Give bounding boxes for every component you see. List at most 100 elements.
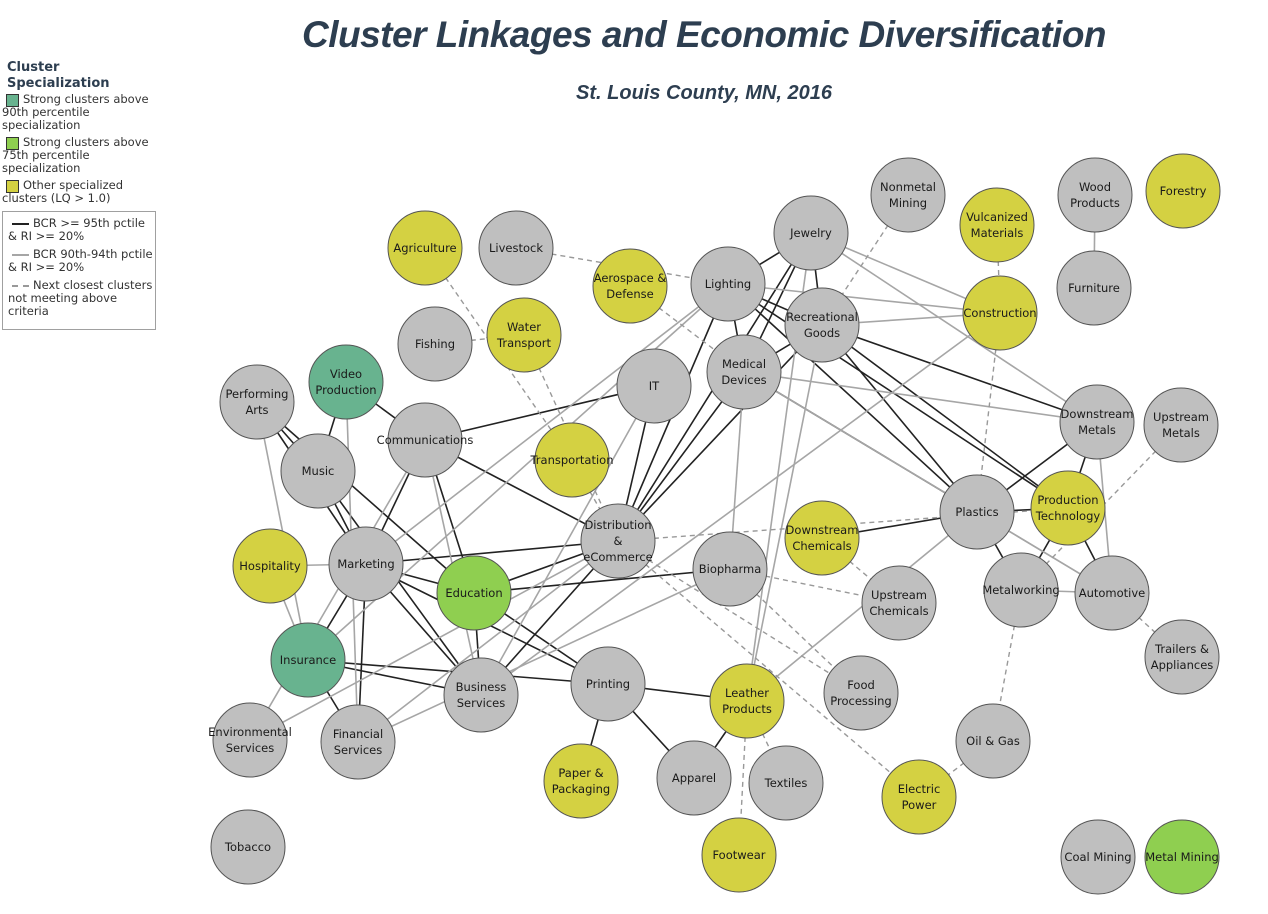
edge-performing_arts-education — [256, 401, 475, 594]
node-education[interactable]: Education — [436, 555, 512, 631]
node-label: Products — [1070, 196, 1120, 210]
node-plastics[interactable]: Plastics — [939, 474, 1015, 550]
node-circle — [308, 344, 384, 420]
node-label: Mining — [889, 196, 927, 210]
node-automotive[interactable]: Automotive — [1074, 555, 1150, 631]
node-label: Fishing — [415, 337, 455, 351]
node-label: Downstream — [1061, 407, 1134, 421]
node-circle — [861, 565, 937, 641]
legend-heading: Cluster Specialization — [7, 60, 110, 91]
node-circle — [1074, 555, 1150, 631]
legend-label-specialized: Other specialized clusters (LQ > 1.0) — [2, 178, 124, 205]
edge-jewelry-downstream_metals — [810, 232, 1098, 423]
node-label: Communications — [377, 433, 474, 447]
node-label: Water — [507, 320, 541, 334]
node-metalworking[interactable]: Metalworking — [982, 552, 1060, 628]
node-lighting[interactable]: Lighting — [690, 246, 766, 322]
node-apparel[interactable]: Apparel — [656, 740, 732, 816]
node-trailers[interactable]: Trailers &Appliances — [1144, 619, 1220, 695]
edge-transportation-distribution — [571, 459, 619, 542]
node-construction[interactable]: Construction — [962, 275, 1038, 351]
node-circle — [955, 703, 1031, 779]
node-label: Upstream — [871, 588, 927, 602]
node-transportation[interactable]: Transportation — [529, 422, 614, 498]
node-insurance[interactable]: Insurance — [270, 622, 346, 698]
node-circle — [210, 809, 286, 885]
node-label: Metals — [1078, 423, 1116, 437]
node-jewelry[interactable]: Jewelry — [773, 195, 849, 271]
node-textiles[interactable]: Textiles — [748, 745, 824, 821]
node-tobacco[interactable]: Tobacco — [210, 809, 286, 885]
node-printing[interactable]: Printing — [570, 646, 646, 722]
edge-environmental-communications — [249, 439, 426, 741]
edge-recreational-leather — [746, 324, 823, 702]
node-furniture[interactable]: Furniture — [1056, 250, 1132, 326]
edge-recreational-production_technology — [821, 324, 1069, 509]
edge-business_services-construction — [480, 312, 1001, 696]
node-footwear[interactable]: Footwear — [701, 817, 777, 893]
node-hospitality[interactable]: Hospitality — [232, 528, 308, 604]
node-circle — [387, 402, 463, 478]
node-circle — [1145, 153, 1221, 229]
node-label: Transport — [496, 336, 551, 350]
edge-environmental-distribution — [249, 540, 619, 741]
node-aerospace[interactable]: Aerospace &Defense — [592, 248, 668, 324]
node-label: eCommerce — [583, 550, 653, 564]
node-oil-gas[interactable]: Oil & Gas — [955, 703, 1031, 779]
legend-swatch-specialized — [6, 180, 19, 193]
node-label: & — [614, 534, 623, 548]
node-distribution[interactable]: Distribution & eCommerce — [580, 503, 656, 579]
legend-edge-mid-label: BCR 90th-94th pctile & RI >= 20% — [8, 247, 153, 274]
node-metal-mining[interactable]: Metal Mining — [1144, 819, 1220, 895]
node-label: Distribution — [584, 518, 651, 532]
node-marketing[interactable]: Marketing — [328, 526, 404, 602]
node-communications[interactable]: Communications — [377, 402, 474, 478]
legend-label-top90: Strong clusters above 90th percentile sp… — [2, 92, 149, 132]
node-circle — [397, 306, 473, 382]
node-circle — [219, 364, 295, 440]
node-paper[interactable]: Paper &Packaging — [543, 743, 619, 819]
node-circle — [328, 526, 404, 602]
node-circle — [478, 210, 554, 286]
node-agriculture[interactable]: Agriculture — [387, 210, 463, 286]
node-music[interactable]: Music — [280, 433, 356, 509]
node-label: Arts — [245, 403, 268, 417]
node-label: Coal Mining — [1064, 850, 1131, 864]
node-label: Downstream — [786, 523, 859, 537]
node-label: Processing — [830, 694, 891, 708]
node-forestry[interactable]: Forestry — [1145, 153, 1221, 229]
edge-lighting-plastics — [727, 283, 978, 513]
node-label: Nonmetal — [880, 180, 936, 194]
node-circle — [773, 195, 849, 271]
node-biopharma[interactable]: Biopharma — [692, 531, 768, 607]
node-circle — [748, 745, 824, 821]
legend-item-top75: Strong clusters above 75th percentile sp… — [2, 136, 162, 175]
node-it[interactable]: IT — [616, 348, 692, 424]
node-livestock[interactable]: Livestock — [478, 210, 554, 286]
node-coal-mining[interactable]: Coal Mining — [1060, 819, 1136, 895]
legend-edge-box: BCR >= 95th pctile & RI >= 20% BCR 90th-… — [2, 211, 156, 330]
node-circle — [270, 622, 346, 698]
node-label: Electric — [898, 782, 941, 796]
node-fishing[interactable]: Fishing — [397, 306, 473, 382]
